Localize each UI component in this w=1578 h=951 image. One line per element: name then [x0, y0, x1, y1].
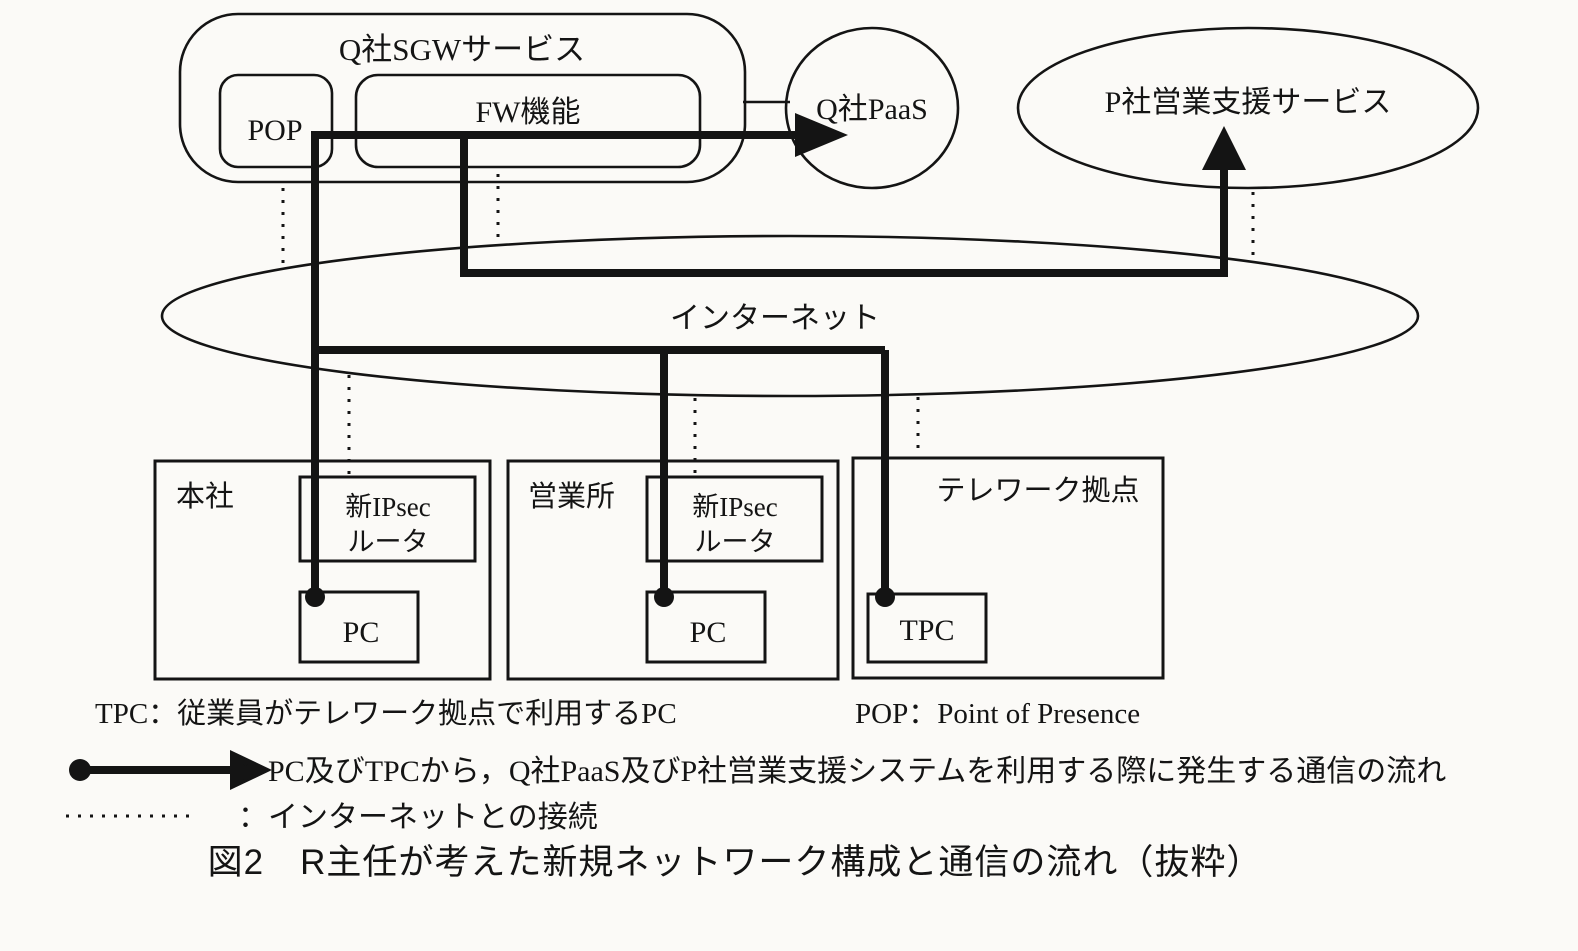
figure-caption: 図2 R主任が考えた新規ネットワーク構成と通信の流れ（抜粋） — [208, 843, 1263, 882]
internet-ellipse — [160, 234, 1420, 398]
office-router-label-line1: 新IPsec — [692, 492, 777, 522]
p-sales-support-ellipse — [1016, 26, 1480, 190]
flow-origin-dot-office-pc — [654, 587, 674, 607]
hq-router-label-line2: ルータ — [348, 527, 429, 557]
fw-function-label: FW機能 — [476, 96, 581, 129]
sales-office-box — [506, 459, 840, 681]
legend-dotted-definition: ：インターネットとの接続 — [238, 801, 598, 834]
legend-flow-definition: ：PC及びTPCから，Q社PaaS及びP社営業支援システムを利用する際に発生する… — [238, 755, 1446, 788]
legend-flow-symbol-arrowhead — [230, 750, 272, 790]
tpc-label: TPC — [899, 614, 954, 647]
headquarters-label: 本社 — [176, 480, 234, 513]
pop-box — [218, 73, 334, 169]
office-pc-label: PC — [690, 616, 727, 649]
p-sales-support-label: P社営業支援サービス — [1105, 86, 1392, 119]
internet-label: インターネット — [670, 302, 880, 335]
sales-office-label: 営業所 — [528, 480, 615, 513]
hq-router-label-line1: 新IPsec — [345, 492, 430, 522]
telework-site-label: テレワーク拠点 — [936, 474, 1139, 507]
telework-tpc-box — [866, 592, 988, 664]
headquarters-ipsec-router-box — [298, 475, 477, 563]
q-paas-circle — [784, 26, 960, 190]
fw-function-box — [354, 73, 702, 169]
legend-pop-definition: POP：Point of Presence — [855, 698, 1140, 730]
flow-fw-to-pservice — [460, 131, 1228, 277]
flow-hq-pc-to-qpaas — [311, 131, 797, 597]
hq-pc-label: PC — [343, 616, 380, 649]
sales-office-ipsec-router-box — [645, 475, 824, 563]
q-paas-label: Q社PaaS — [816, 93, 928, 126]
sales-office-pc-box — [645, 590, 767, 664]
legend-tpc-definition: TPC：従業員がテレワーク拠点で利用するPC — [95, 697, 677, 730]
flow-origin-dot-hq-pc — [305, 587, 325, 607]
arrowhead-to-qpaas — [795, 113, 848, 157]
arrowhead-to-pservice — [1202, 126, 1246, 170]
office-router-label-line2: ルータ — [695, 527, 776, 557]
headquarters-pc-box — [298, 590, 420, 664]
flow-origin-dot-tpc — [875, 587, 895, 607]
telework-site-box — [851, 456, 1165, 680]
pop-label: POP — [247, 114, 302, 147]
headquarters-box — [153, 459, 492, 681]
sgw-service-label: Q社SGWサービス — [339, 32, 585, 67]
